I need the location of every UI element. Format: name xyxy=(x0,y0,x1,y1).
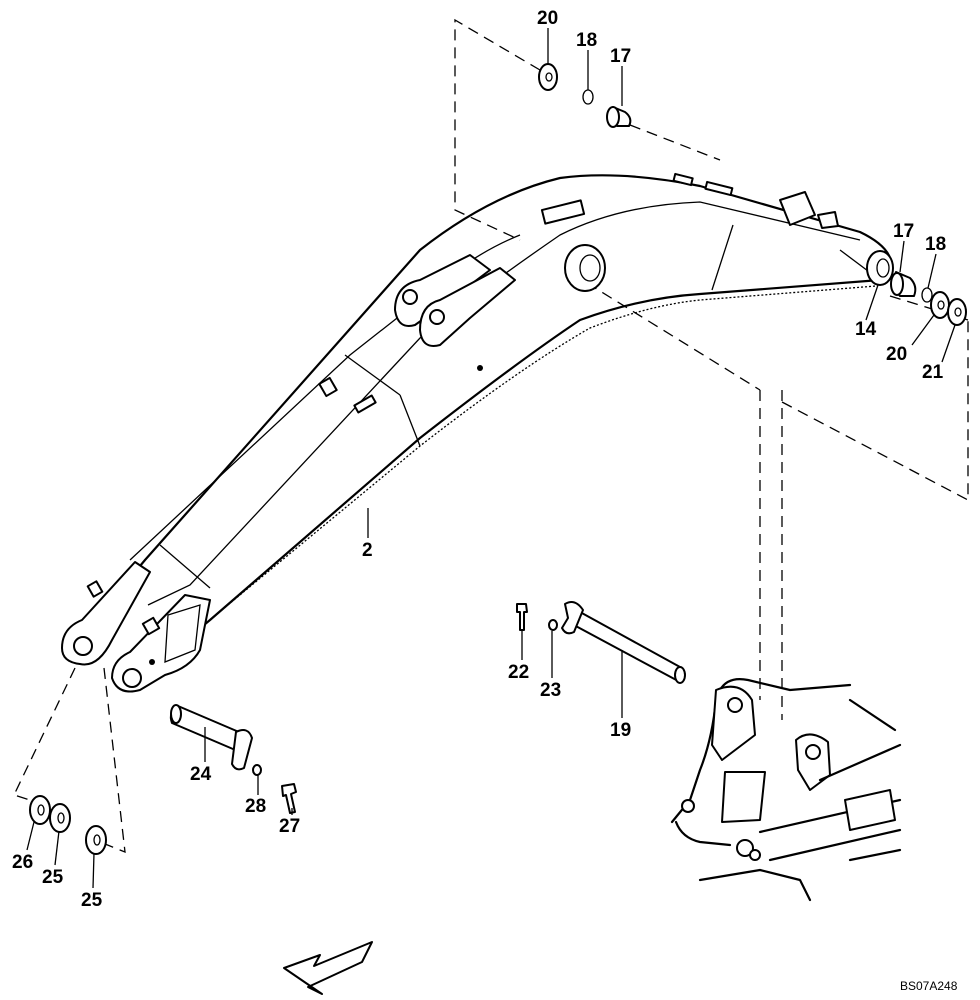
label-17-right: 17 xyxy=(893,221,914,242)
washer-25-a xyxy=(49,803,71,833)
washer-25-b xyxy=(85,825,107,855)
washer-28 xyxy=(252,764,262,776)
washer-26 xyxy=(29,795,51,825)
o-ring-18-top xyxy=(582,89,594,105)
bolt-27 xyxy=(281,783,297,814)
label-25-b: 25 xyxy=(81,890,103,911)
label-18-right: 18 xyxy=(925,234,946,255)
label-22: 22 xyxy=(508,662,529,683)
part-labels: 20 18 17 17 18 14 20 21 2 22 23 19 24 28… xyxy=(12,8,958,993)
label-26: 26 xyxy=(12,852,33,873)
label-21: 21 xyxy=(922,362,944,383)
label-27: 27 xyxy=(279,816,300,837)
root-washers xyxy=(29,795,107,855)
label-20-top: 20 xyxy=(537,8,558,29)
label-24: 24 xyxy=(190,764,212,785)
machine-frame xyxy=(670,678,902,902)
o-ring-18-right xyxy=(921,287,933,303)
label-23: 23 xyxy=(540,680,561,701)
foot-pin-hardware xyxy=(516,601,686,684)
label-28: 28 xyxy=(245,796,266,817)
label-17-top: 17 xyxy=(610,46,631,67)
pin-19 xyxy=(571,611,685,683)
leader-lines xyxy=(26,28,956,889)
boom-body xyxy=(61,172,894,693)
washer-20-right xyxy=(930,291,950,319)
label-20-right: 20 xyxy=(886,344,907,365)
washer-21 xyxy=(947,298,967,326)
label-19: 19 xyxy=(610,720,631,741)
drawing-code: BS07A248 xyxy=(900,979,958,993)
front-direction-arrow xyxy=(283,941,373,995)
label-25-a: 25 xyxy=(42,867,64,888)
bolt-22 xyxy=(516,603,528,631)
washer-20-top xyxy=(538,63,558,91)
label-14: 14 xyxy=(855,319,877,340)
root-pin-hardware xyxy=(169,704,297,814)
label-2: 2 xyxy=(362,540,373,561)
assembly-guide-lines xyxy=(13,18,969,854)
tip-pin-hardware xyxy=(890,271,967,326)
label-18-top: 18 xyxy=(576,30,597,51)
upper-pin-hardware xyxy=(538,63,632,128)
washer-23 xyxy=(548,619,558,631)
